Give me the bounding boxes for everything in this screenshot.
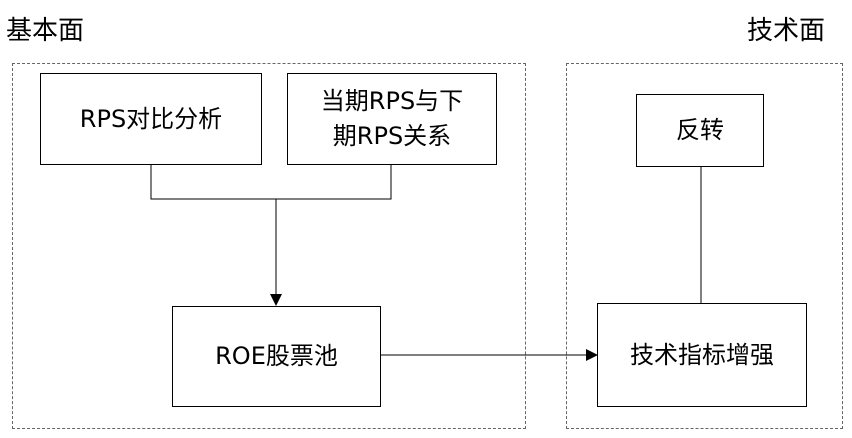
node-tech-enhance-label: 技术指标增强 [630,340,774,369]
fundamental-section-title: 基本面 [6,16,85,46]
node-rps-compare: RPS对比分析 [40,73,262,165]
node-roe-pool: ROE股票池 [172,306,381,407]
node-tech-enhance: 技术指标增强 [597,303,807,407]
node-rps-compare-label: RPS对比分析 [79,104,223,133]
fundamental-group [12,63,526,429]
node-rps-relation-line2: 期RPS关系 [332,122,452,150]
edge-rps-relation-to-merge [276,165,392,200]
node-roe-pool-label: ROE股票池 [215,342,338,371]
technical-section-title: 技术面 [747,16,826,46]
node-reversal-label: 反转 [676,116,724,145]
node-reversal: 反转 [636,94,764,167]
node-rps-relation: 当期RPS与下 期RPS关系 [287,73,497,165]
technical-group [566,63,843,429]
edge-rps-compare-to-merge [150,165,276,200]
node-rps-relation-line1: 当期RPS与下 [320,87,464,116]
